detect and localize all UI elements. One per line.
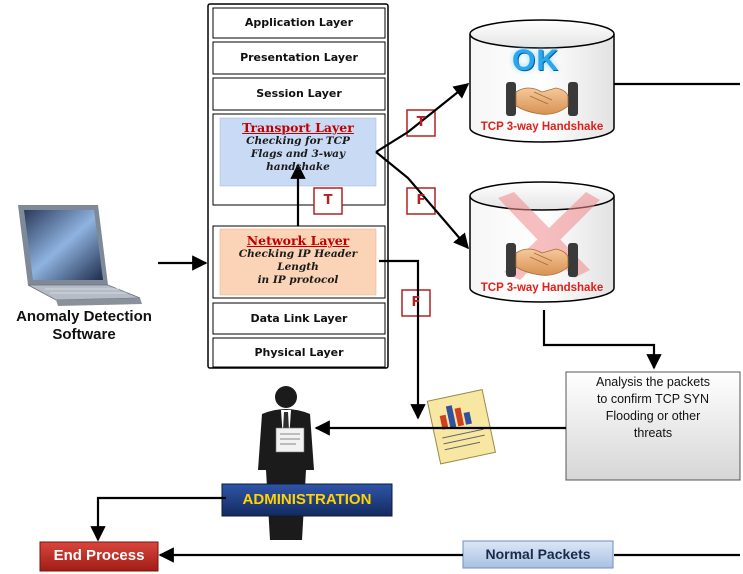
report-chart-icon — [426, 389, 497, 465]
handshake-failed-icon — [506, 243, 578, 277]
laptop-icon — [18, 205, 142, 306]
transport-true-label: T — [416, 115, 426, 130]
analysis-box — [565, 371, 741, 481]
flow-connectors — [90, 82, 740, 563]
transport-layer: Transport Layer Checking for TCP Flags a… — [220, 120, 376, 174]
ok-database-icon — [469, 19, 615, 143]
network-layer-desc-3: in IP protocol — [257, 274, 339, 286]
application-layer-label: Application Layer — [244, 16, 354, 29]
physical-layer-label: Physical Layer — [254, 346, 344, 359]
handshake-icon — [506, 82, 578, 116]
decision-box-network-true — [313, 187, 343, 215]
presentation-layer-label: Presentation Layer — [240, 51, 358, 64]
session-layer-label: Session Layer — [256, 87, 342, 100]
end-process-box — [39, 541, 159, 572]
network-false-label: F — [411, 295, 421, 310]
analysis-line-4: threats — [633, 426, 673, 440]
transport-false-label: F — [416, 193, 426, 208]
transport-layer-title: Transport Layer — [242, 120, 354, 135]
network-layer-fill — [219, 228, 377, 296]
ok-status-label: OK — [512, 44, 559, 77]
analysis-line-3: Flooding or other — [605, 409, 701, 423]
analysis-text: Analysis the packets to confirm TCP SYN … — [566, 374, 740, 442]
administration-label: ADMINISTRATION — [242, 491, 372, 508]
network-layer: Network Layer Checking IP Header Length … — [220, 233, 376, 287]
failed-handshake-caption: TCP 3-way Handshake — [480, 282, 604, 294]
normal-packets-label: Normal Packets — [485, 546, 591, 562]
anomaly-detection-caption: Anomaly Detection Software — [6, 308, 162, 344]
network-layer-desc-1: Checking IP Header — [238, 248, 358, 260]
network-layer-desc-2: Length — [277, 261, 319, 273]
anomaly-detection-caption-line1: Anomaly Detection — [16, 308, 152, 325]
analysis-line-2: to confirm TCP SYN — [596, 392, 710, 406]
anomaly-detection-caption-line2: Software — [52, 326, 116, 343]
administrator-icon — [258, 386, 314, 540]
end-process-label: End Process — [53, 547, 145, 564]
administration-banner — [221, 483, 393, 517]
network-true-label: T — [323, 193, 333, 208]
transport-layer-desc-2: Flags and 3-way — [250, 148, 346, 160]
transport-layer-desc-3: handshake — [266, 161, 330, 173]
transport-layer-desc-1: Checking for TCP — [246, 135, 350, 147]
data-link-layer-label: Data Link Layer — [250, 312, 348, 325]
ok-handshake-caption: TCP 3-way Handshake — [480, 121, 604, 133]
analysis-line-1: Analysis the packets — [596, 375, 710, 389]
decision-box-network-false — [401, 289, 431, 317]
network-layer-title: Network Layer — [246, 233, 350, 248]
osi-stack — [207, 3, 389, 369]
